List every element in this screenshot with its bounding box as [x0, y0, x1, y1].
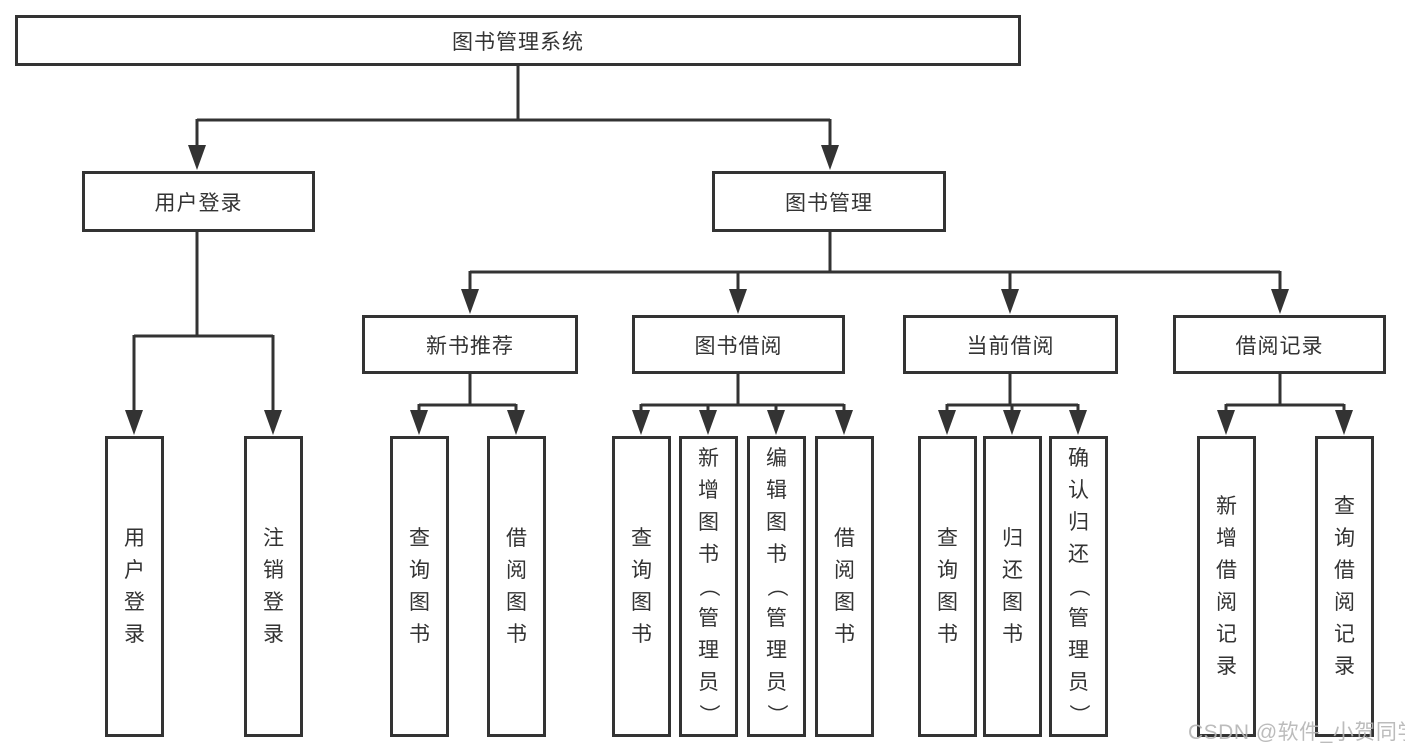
leaf-label: 查询图书 — [937, 527, 958, 646]
node-new-book-recommend: 新书推荐 — [362, 315, 578, 374]
leaf-add-borrow-record: 新增借阅记录 — [1197, 436, 1256, 737]
leaf-label: 归还图书 — [1002, 527, 1023, 646]
leaf-label: 用户登录 — [124, 527, 145, 646]
leaf-query-books-current: 查询图书 — [918, 436, 977, 737]
leaf-query-borrow-record: 查询借阅记录 — [1315, 436, 1374, 737]
leaf-label: 查询图书 — [631, 527, 652, 646]
node-current-borrow: 当前借阅 — [903, 315, 1118, 374]
leaf-confirm-return-admin: 确认归还（管理员） — [1049, 436, 1108, 737]
leaf-label: 借阅图书 — [506, 527, 527, 646]
leaf-return-books: 归还图书 — [983, 436, 1042, 737]
leaf-logout-login: 注销登录 — [244, 436, 303, 737]
node-user-login: 用户登录 — [82, 171, 315, 232]
node-label: 新书推荐 — [426, 334, 514, 358]
node-book-management: 图书管理 — [712, 171, 946, 232]
node-book-borrow: 图书借阅 — [632, 315, 845, 374]
node-root-system: 图书管理系统 — [15, 15, 1021, 66]
node-label: 当前借阅 — [966, 334, 1055, 358]
leaf-label: 借阅图书 — [834, 527, 855, 646]
watermark: CSDN @软件_小贺同学 — [1188, 721, 1405, 744]
leaf-query-books-recommend: 查询图书 — [390, 436, 449, 737]
leaf-user-login: 用户登录 — [105, 436, 164, 737]
leaf-query-books-borrow: 查询图书 — [612, 436, 671, 737]
leaf-borrow-books-recommend: 借阅图书 — [487, 436, 546, 737]
leaf-label: 新增借阅记录 — [1216, 495, 1237, 678]
node-borrow-records: 借阅记录 — [1173, 315, 1386, 374]
leaf-label: 确认归还（管理员） — [1067, 447, 1090, 725]
leaf-label: 编辑图书（管理员） — [765, 447, 788, 725]
leaf-add-books-admin: 新增图书（管理员） — [679, 436, 738, 737]
leaf-edit-books-admin: 编辑图书（管理员） — [747, 436, 806, 737]
leaf-label: 查询借阅记录 — [1334, 495, 1355, 678]
arrowheads — [125, 145, 1353, 435]
node-label: 借阅记录 — [1235, 334, 1324, 358]
node-label: 图书管理系统 — [452, 30, 584, 54]
node-label: 图书借阅 — [694, 334, 783, 358]
leaf-borrow-books-borrow: 借阅图书 — [815, 436, 874, 737]
leaf-label: 查询图书 — [409, 527, 430, 646]
leaf-label: 注销登录 — [263, 527, 284, 646]
leaf-label: 新增图书（管理员） — [697, 447, 720, 725]
node-label: 图书管理 — [785, 191, 873, 215]
node-label: 用户登录 — [154, 191, 243, 215]
